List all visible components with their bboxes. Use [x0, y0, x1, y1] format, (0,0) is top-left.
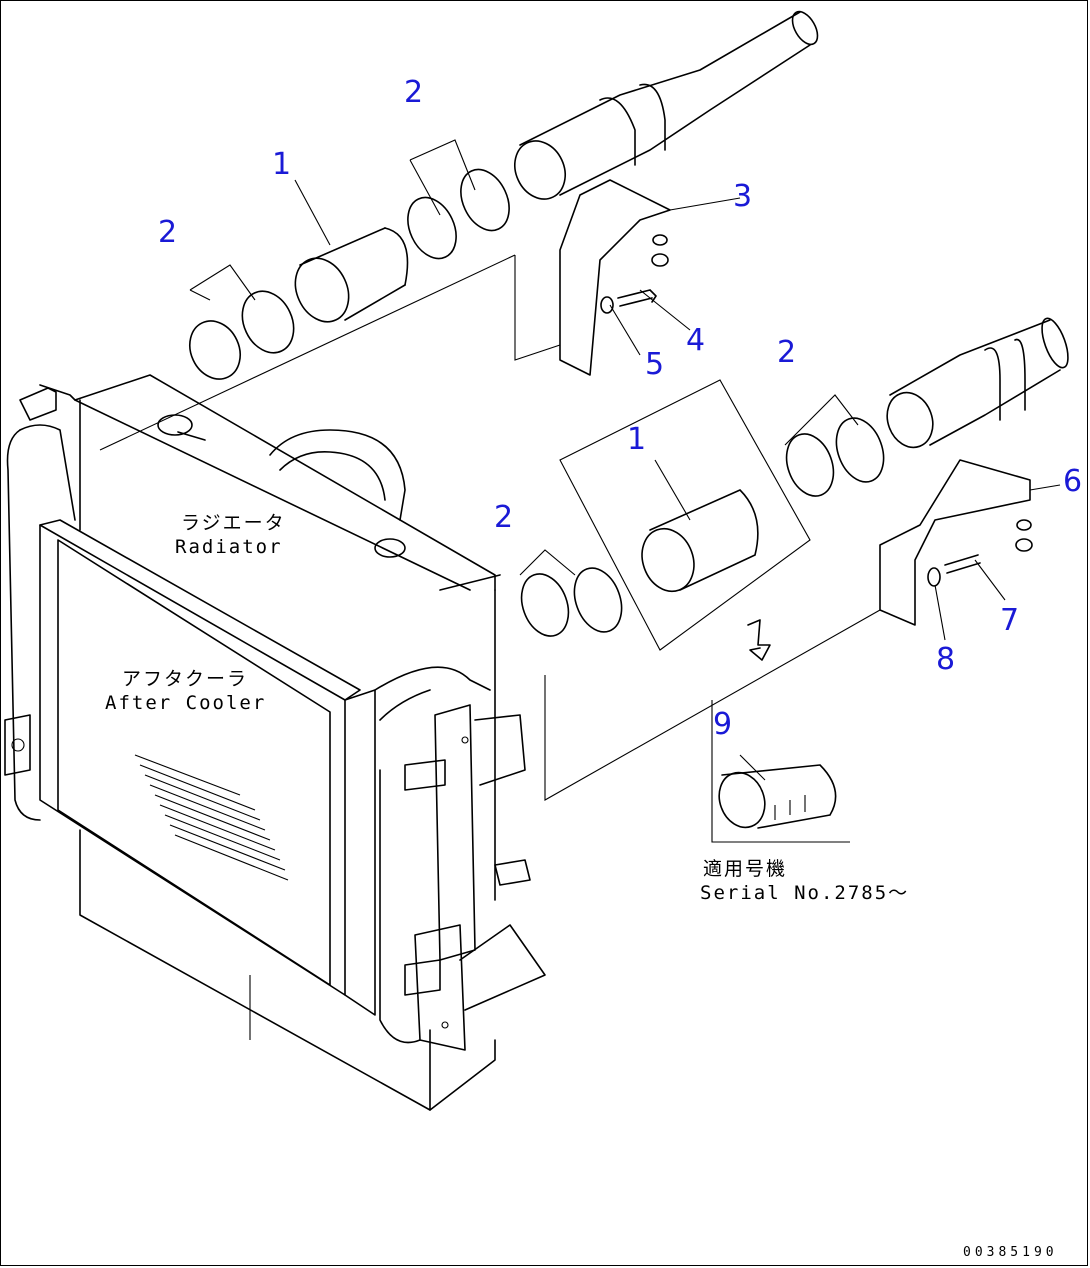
callout-2-upper-left: 2: [158, 215, 178, 250]
callout-5: 5: [645, 347, 665, 382]
radiator-label-en: Radiator: [175, 536, 283, 558]
radiator-assembly: [4, 374, 546, 1111]
radiator-label-jp: ラジエータ: [181, 512, 286, 534]
callout-2-upper-right: 2: [404, 75, 424, 110]
callout-6: 6: [1063, 464, 1083, 499]
serial-detail: [711, 700, 850, 843]
lower-hose-set: [519, 317, 1069, 801]
callout-2-lower-left: 2: [494, 500, 514, 535]
drawing-code: 00385190: [963, 1245, 1058, 1260]
callout-1-lower: 1: [627, 422, 647, 457]
aftercooler-label-en: After Cooler: [105, 692, 267, 714]
serial-label-jp: 適用号機: [703, 858, 788, 880]
callout-9: 9: [713, 707, 733, 742]
serial-label-en: Serial No.2785～: [700, 882, 910, 904]
callout-2-lower-right: 2: [777, 335, 797, 370]
upper-hose-set: [99, 10, 819, 451]
callout-8: 8: [936, 642, 956, 677]
callout-3: 3: [733, 179, 753, 214]
aftercooler-label-jp: アフタクーラ: [122, 668, 249, 690]
callout-4: 4: [686, 323, 706, 358]
callout-1-upper: 1: [272, 147, 292, 182]
callout-7: 7: [1000, 603, 1020, 638]
